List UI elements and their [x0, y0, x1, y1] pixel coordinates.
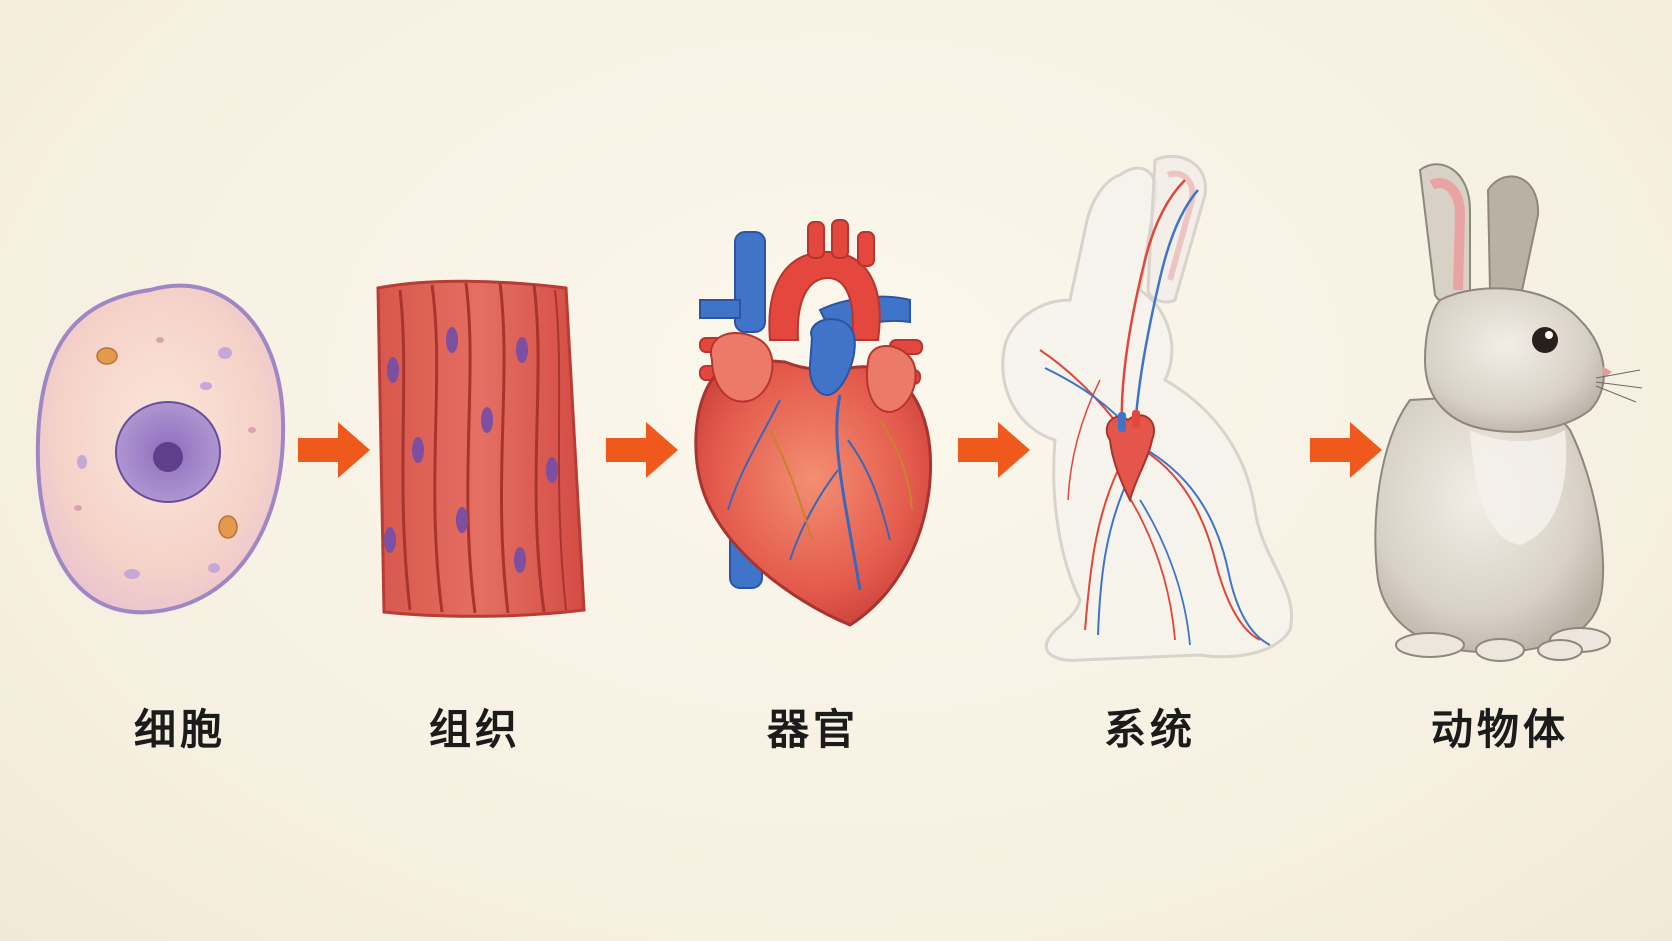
- heart-icon: [694, 219, 933, 627]
- animal-cell-icon: [35, 283, 286, 615]
- stage-label-organ: 器官: [766, 705, 859, 754]
- stage-label-cell: 细胞: [133, 705, 226, 754]
- rabbit-icon: [1374, 163, 1643, 662]
- stage-label-system: 系统: [1103, 705, 1196, 754]
- circulatory-system-rabbit-icon: [1001, 154, 1294, 662]
- right-arrow-icon: [606, 422, 678, 478]
- right-arrow-icon: [1310, 422, 1382, 478]
- muscle-tissue-icon: [376, 279, 586, 618]
- stage-label-tissue: 组织: [428, 705, 521, 754]
- right-arrow-icon: [958, 422, 1030, 478]
- stage-label-organism: 动物体: [1430, 705, 1569, 754]
- right-arrow-icon: [298, 422, 370, 478]
